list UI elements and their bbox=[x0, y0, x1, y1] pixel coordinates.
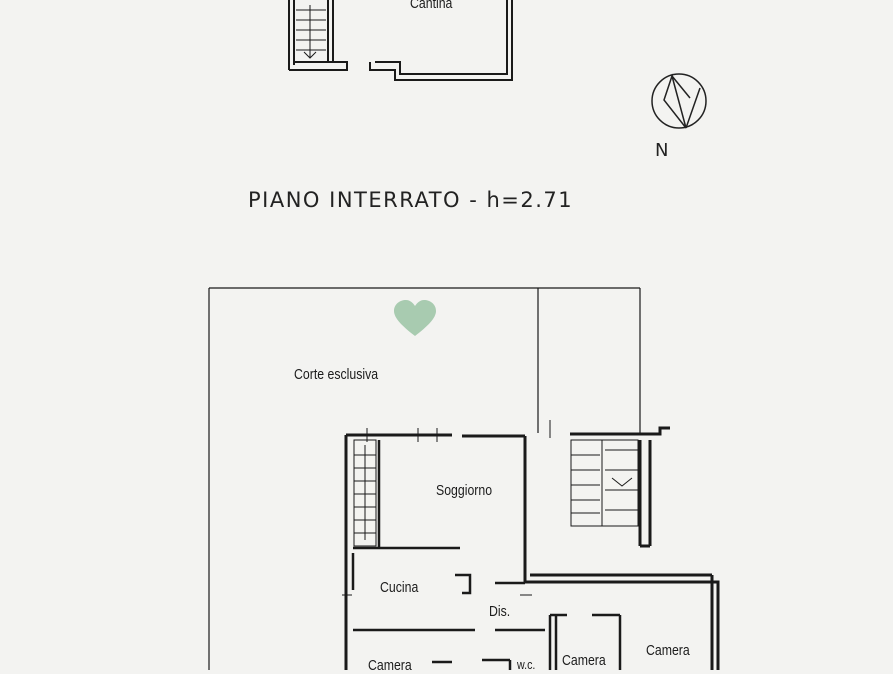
north-arrow-icon bbox=[651, 73, 707, 129]
room-label-living: Soggiorno bbox=[436, 482, 493, 499]
ground-floor-plan bbox=[208, 287, 720, 670]
room-label-kitchen: Cucina bbox=[380, 579, 419, 596]
room-label-bath: w.c. bbox=[517, 657, 536, 672]
heart-icon bbox=[394, 300, 436, 336]
yard-boundary bbox=[208, 287, 641, 670]
basement-title: PIANO INTERRATO - h=2.71 bbox=[248, 188, 574, 212]
north-label: N bbox=[655, 140, 669, 161]
room-label-yard: Corte esclusiva bbox=[294, 366, 379, 383]
room-label-bedroom-mid: Camera bbox=[562, 652, 606, 669]
basement-wall-bottom-right-inner bbox=[375, 0, 508, 75]
building-walls bbox=[344, 426, 720, 670]
stair-right bbox=[570, 439, 639, 527]
basement-wall-bottom-right bbox=[369, 0, 513, 81]
basement-wall-bottom-left bbox=[289, 61, 348, 71]
window-marks bbox=[342, 420, 551, 596]
room-label-bedroom-left: Camera bbox=[368, 657, 412, 674]
basement-plan bbox=[288, 0, 513, 81]
basement-stair bbox=[296, 5, 326, 59]
interior-walls bbox=[351, 440, 622, 670]
room-label-cantina: Cantina bbox=[410, 0, 453, 12]
stair-left bbox=[353, 439, 377, 547]
room-label-hall: Dis. bbox=[489, 603, 511, 620]
room-label-bedroom-right: Camera bbox=[646, 642, 690, 659]
